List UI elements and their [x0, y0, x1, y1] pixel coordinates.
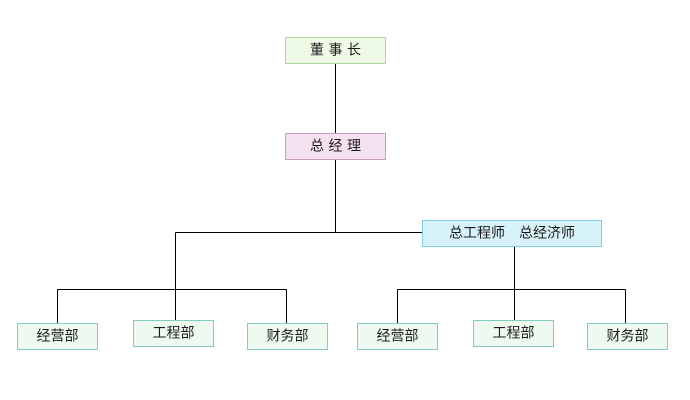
node-department-box [357, 323, 438, 350]
node-department-box [587, 323, 668, 350]
node-chairman: 董 事 长 [285, 37, 386, 64]
department-nodes: 经营部 工程部 财务部 经营部 工程部 财务部 [17, 320, 668, 350]
node-department-box [247, 323, 328, 350]
node-general-manager: 总 经 理 [285, 133, 386, 160]
node-department: 财务部 [587, 323, 668, 350]
node-department-box [17, 323, 98, 350]
node-department-label: 经营部 [377, 329, 419, 345]
node-department: 经营部 [17, 323, 98, 350]
node-department-box [473, 320, 554, 347]
connector-lines [57, 63, 626, 324]
node-department-label: 财务部 [607, 329, 649, 345]
node-department-label: 工程部 [153, 326, 195, 342]
node-department: 财务部 [247, 323, 328, 350]
node-department: 工程部 [473, 320, 554, 347]
node-department-label: 财务部 [267, 329, 309, 345]
node-department-box [133, 320, 214, 347]
node-chairman-label: 董 事 长 [310, 43, 361, 59]
node-chairman-box [285, 37, 386, 64]
node-chief-officers-box [422, 220, 602, 247]
node-chief-officers-label: 总工程师 总经济师 [449, 226, 575, 242]
node-department: 经营部 [357, 323, 438, 350]
node-department-label: 经营部 [37, 329, 79, 345]
node-general-manager-box [285, 133, 386, 160]
node-department-label: 工程部 [493, 326, 535, 342]
node-department: 工程部 [133, 320, 214, 347]
node-general-manager-label: 总 经 理 [310, 139, 361, 155]
node-chief-officers: 总工程师 总经济师 [422, 220, 602, 247]
